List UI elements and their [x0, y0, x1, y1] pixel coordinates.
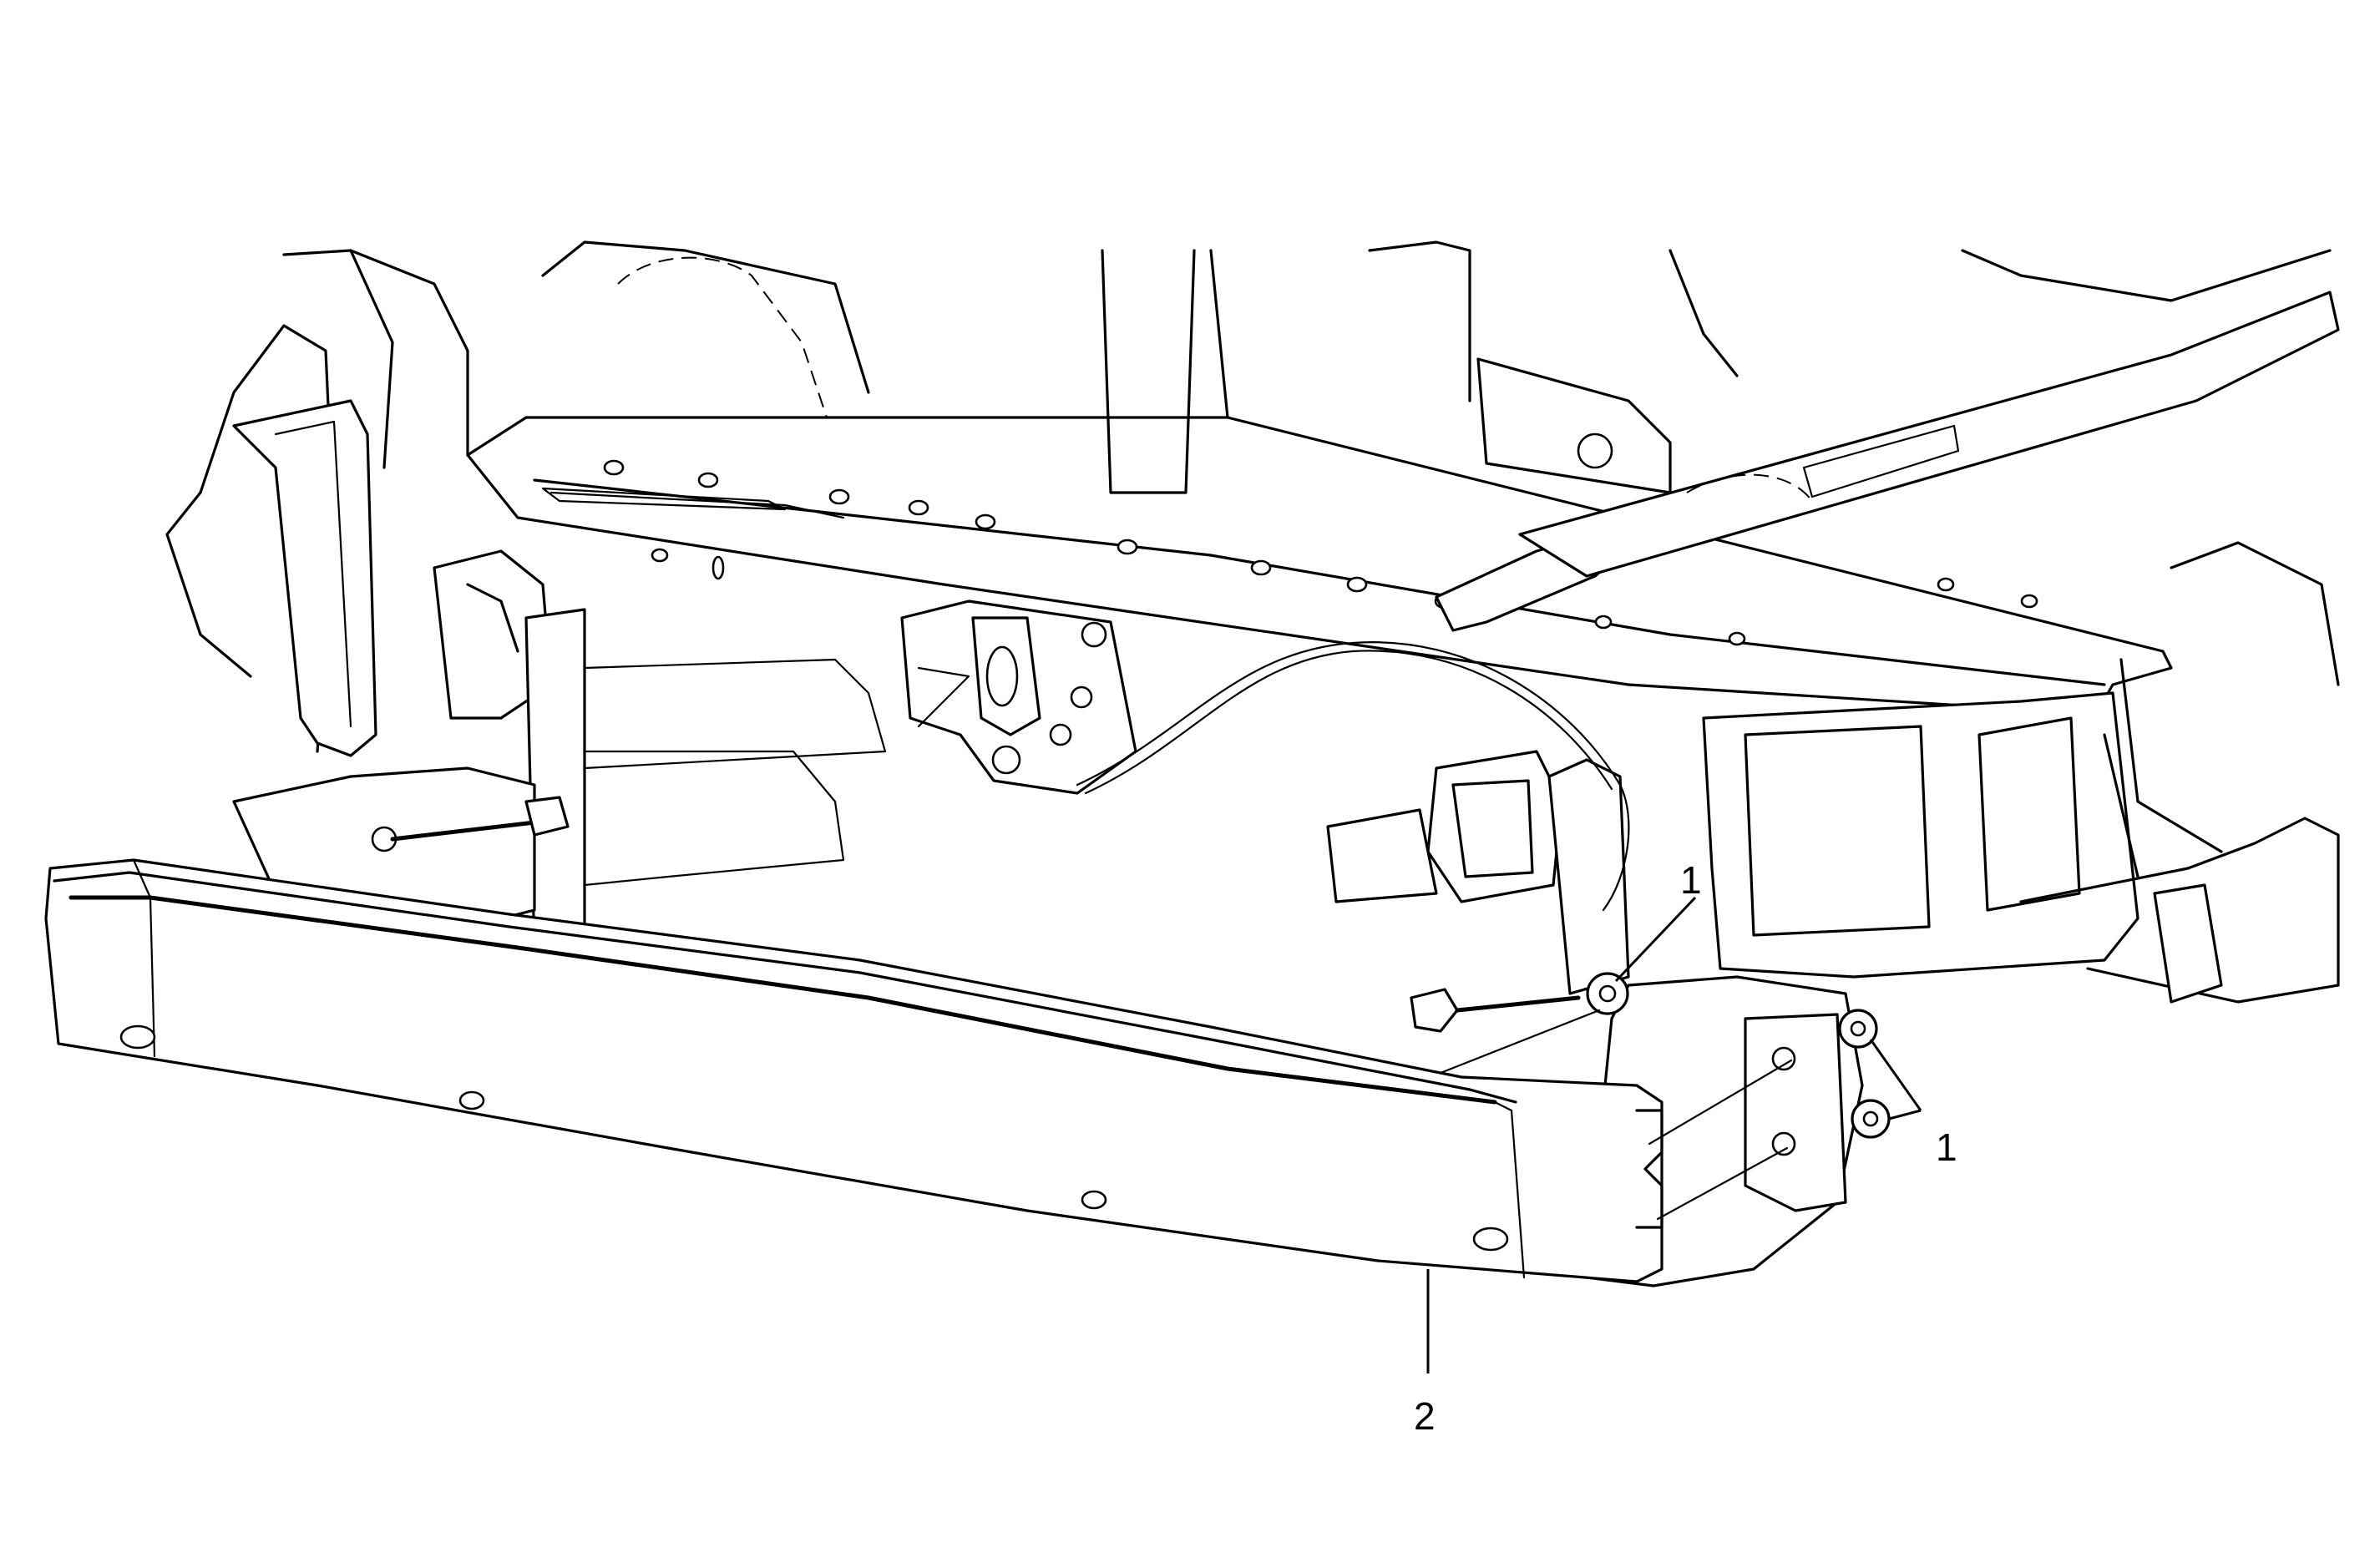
upper-radiator-support [199, 240, 2340, 795]
beam-holes [603, 459, 2038, 646]
bumper-impact-bar [44, 858, 1663, 1283]
callout-label-2: 2 [1414, 1394, 1436, 1438]
bumper-bar-holes [119, 1024, 1509, 1252]
nut-right-lower [1851, 1099, 1891, 1139]
callout-1-right: 1 [1869, 1039, 1957, 1169]
callout-label-1-right: 1 [1936, 1126, 1957, 1169]
fasteners [1410, 972, 1891, 1221]
left-frame-bolt [1410, 988, 1581, 1033]
callout-label-1-left: 1 [1680, 858, 1702, 902]
callout-1-left: 1 [1614, 858, 1702, 983]
hood-latch [900, 599, 1137, 795]
callout-2: 2 [1414, 1269, 1436, 1438]
nut-right-upper [1838, 1009, 1878, 1049]
nut-left [1586, 972, 1629, 1015]
